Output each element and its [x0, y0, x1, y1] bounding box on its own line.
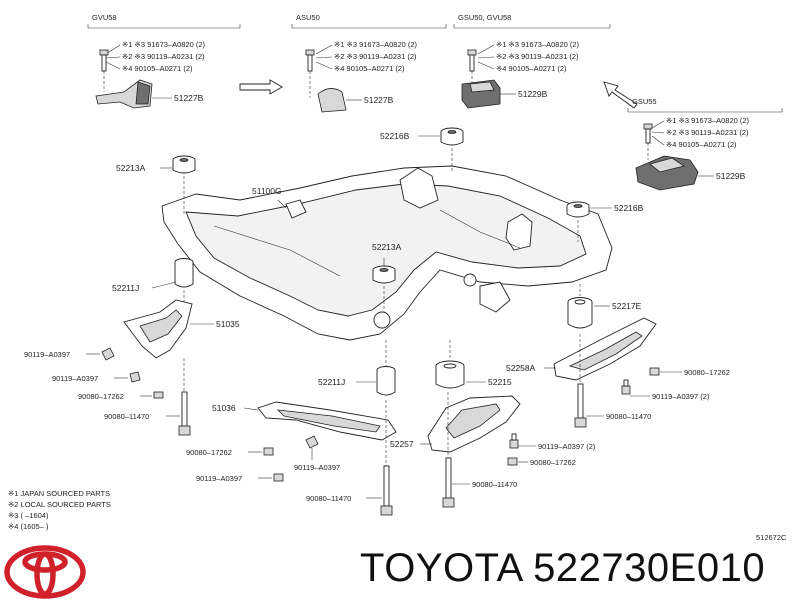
bolt-icon: [99, 49, 109, 72]
engine-mount-block-icon: [461, 79, 501, 109]
bush-right-label: 52216B: [614, 203, 644, 213]
bolt-b-label: 90119–A0397: [52, 374, 98, 383]
bolt-icon: [643, 123, 653, 144]
group-gsu50-line-1: ※1 ※3 91673–A0820 (2): [496, 40, 580, 49]
bolt-icon: [621, 379, 631, 395]
group-gsu50-title: GSU50, GVU58: [458, 13, 511, 22]
brace-right-label: 52258A: [506, 363, 536, 373]
subframe-crossmember: [161, 165, 613, 341]
toyota-logo-icon: [4, 545, 86, 599]
bolt-icon: [101, 347, 115, 361]
stopper-left: [174, 258, 194, 288]
bolt-a-label: 90119–A0397: [24, 350, 70, 359]
bush-top-mid-label: 52216B: [380, 131, 410, 141]
nut-right-label: 90080–17262: [684, 368, 730, 377]
group-gvu58-title: GVU58: [92, 13, 117, 22]
nut-a-label: 90080–17262: [78, 392, 124, 401]
bush-right-low-label: 52217E: [612, 301, 642, 311]
plate-center: [427, 395, 521, 453]
brace-left-label: 51035: [216, 319, 240, 329]
bush-top-mid: [440, 127, 464, 146]
bush-center-label: 52213A: [372, 242, 402, 252]
group-gsu50-part: 51229B: [518, 89, 548, 99]
stopper-center: [376, 366, 396, 396]
engine-mount-icon: [317, 88, 347, 113]
bolt-icon: [305, 435, 319, 449]
bush-top-left: [172, 155, 196, 174]
group-gsu50-line-2: ※2 ※3 90119–A0231 (2): [496, 52, 579, 61]
note-2: ※2 LOCAL SOURCED PARTS: [8, 500, 111, 509]
engine-mount-bracket-icon: [95, 79, 153, 109]
bolt-long-right-label: 90080–11470: [606, 412, 651, 421]
bolt-icon: [509, 433, 519, 449]
brace-center: [257, 401, 397, 441]
group-gvu58-part: 51227B: [174, 93, 204, 103]
note-4: ※4 (1605– ): [8, 522, 49, 531]
group-asu50: ASU50 ※1 ※3 91673–A0820 (2) ※2 ※3 90119–…: [291, 13, 447, 113]
group-asu50-line-3: ※4 90105–A0271 (2): [334, 64, 405, 73]
group-gvu58-line-3: ※4 90105–A0271 (2): [122, 64, 193, 73]
brace-right: [553, 317, 657, 381]
long-bolt-icon: [574, 383, 587, 428]
group-asu50-line-2: ※2 ※3 90119–A0231 (2): [334, 52, 417, 61]
nut-icon: [153, 391, 164, 399]
group-gvu58: GVU58 ※1 ※3 91673–A0820 (2) ※2 ※3 90119–…: [87, 13, 241, 109]
engine-mount-block-icon: [635, 155, 699, 191]
bush-right-low: [567, 297, 593, 329]
group-gsu50-line-3: ※4 90105–A0271 (2): [496, 64, 567, 73]
group-gsu55-title: GSU55: [632, 97, 657, 106]
nut-icon: [129, 371, 141, 383]
long-bolt-icon: [178, 391, 191, 436]
bolt-long-center-b-label: 90080–11470: [472, 480, 517, 489]
nut-center-label: 90080–17262: [186, 448, 232, 457]
nut-icon: [507, 457, 518, 466]
stopper-left-label: 52211J: [112, 283, 139, 293]
note-3: ※3 ( –1604): [8, 511, 49, 520]
brace-center-label: 51036: [212, 403, 236, 413]
bolt-left-low-label: 90119–A0397: [196, 474, 242, 483]
group-gsu55: GSU55 ※1 ※3 91673–A0820 (2) ※2 ※3 90119–…: [627, 97, 783, 191]
bolt-center-label: 90119–A0397: [294, 463, 340, 472]
arrow-up-left-icon: [603, 81, 638, 109]
frame-label: 51100G: [252, 186, 282, 196]
plate-center-label: 52257: [390, 439, 414, 449]
note-1: ※1 JAPAN SOURCED PARTS: [8, 489, 110, 498]
nut-icon: [263, 447, 274, 456]
bolt-center-b-label: 90119–A0397 (2): [538, 442, 596, 451]
nut-icon: [649, 367, 660, 376]
arrow-right-icon: [239, 79, 283, 95]
group-gsu50: GSU50, GVU58 ※1 ※3 91673–A0820 (2) ※2 ※3…: [453, 13, 611, 109]
figure-code: 512672C: [756, 533, 787, 542]
bolt-right-label: 90119–A0397 (2): [652, 392, 710, 401]
group-gsu55-line-2: ※2 ※3 90119–A0231 (2): [666, 128, 749, 137]
bush-top-left-label: 52213A: [116, 163, 146, 173]
nut-center-b-label: 90080–17262: [530, 458, 576, 467]
long-bolt-icon: [442, 457, 455, 508]
bolt-long-a-label: 90080–11470: [104, 412, 149, 421]
stopper-center-label: 52211J: [318, 377, 345, 387]
bolt-icon: [467, 49, 477, 72]
group-gsu55-line-3: ※4 90105–A0271 (2): [666, 140, 737, 149]
group-gsu55-line-1: ※1 ※3 91673–A0820 (2): [666, 116, 750, 125]
bush-center-low: [435, 360, 465, 389]
bolt-icon: [305, 49, 315, 72]
bolt-long-center-label: 90080–11470: [306, 494, 351, 503]
bush-right: [566, 201, 590, 218]
group-asu50-part: 51227B: [364, 95, 394, 105]
group-asu50-line-1: ※1 ※3 91673–A0820 (2): [334, 40, 418, 49]
long-bolt-icon: [380, 465, 393, 516]
group-gvu58-line-2: ※2 ※3 90119–A0231 (2): [122, 52, 205, 61]
group-asu50-title: ASU50: [296, 13, 320, 22]
bush-center-low-label: 52215: [488, 377, 512, 387]
nut-icon: [273, 473, 284, 482]
brace-left: [123, 299, 193, 359]
bush-center: [372, 265, 396, 284]
brand-part-number: TOYOTA 522730E010: [360, 546, 766, 590]
group-gsu55-part: 51229B: [716, 171, 746, 181]
group-gvu58-line-1: ※1 ※3 91673–A0820 (2): [122, 40, 206, 49]
